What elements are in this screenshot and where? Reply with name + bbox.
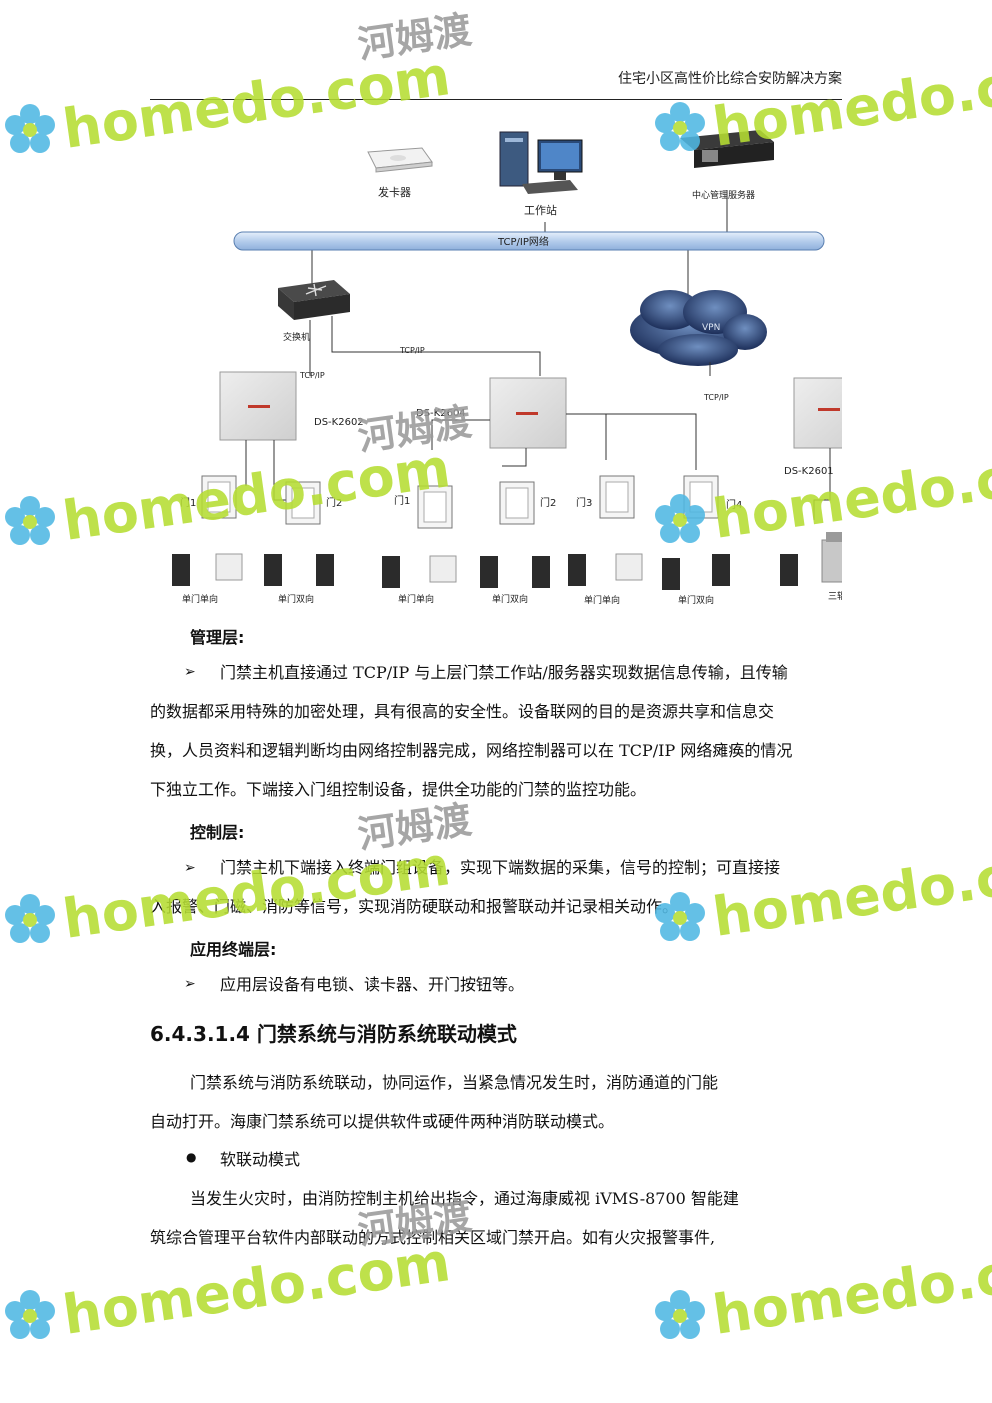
- workstation-label: 工作站: [524, 203, 557, 217]
- header-rule: [150, 99, 842, 100]
- network-diagram: 发卡器 工作站 中心管理服务器 TCP/IP网络 交换机: [172, 130, 842, 606]
- server-icon: [680, 130, 774, 168]
- door-icon-2: [285, 481, 321, 525]
- door-icon-1: [201, 475, 237, 519]
- controller-label-3: DS-K2601: [784, 466, 834, 477]
- ctrl-line-2: 入报警、门磁、消防等信号，实现消防硬联动和报警联动并记录相关动作。: [150, 897, 679, 916]
- section-heading: 6.4.3.1.4 门禁系统与消防系统联动模式: [150, 1022, 517, 1046]
- switch-label: 交换机: [283, 331, 310, 343]
- controller-label-1: DS-K2602: [314, 417, 364, 428]
- caption-6: 单门双向: [678, 594, 714, 606]
- arrow-bullet-icon: ➢: [184, 664, 196, 680]
- controller-label-2: DS-K2604: [416, 408, 466, 419]
- card-issuer-label: 发卡器: [378, 185, 411, 199]
- mgmt-line-2: 的数据都采用特殊的加密处理，具有很高的安全性。设备联网的目的是资源共享和信息交: [150, 702, 775, 721]
- door-label-6: 门4: [726, 498, 742, 511]
- watermark-brand-text: homedo.com: [709, 1230, 992, 1347]
- server-label: 中心管理服务器: [692, 189, 755, 201]
- door-icon-6: [683, 475, 719, 519]
- vpn-label: VPN: [702, 323, 720, 333]
- caption-5: 单门单向: [584, 594, 620, 606]
- tcpip-label-c: TCP/IP: [703, 393, 729, 402]
- ctrl-line-1: 门禁主机下端接入终端门组设备，实现下端数据的采集，信号的控制；可直接接: [220, 858, 781, 877]
- door-icon-4: [499, 481, 535, 525]
- vpn-cloud-icon: [630, 290, 767, 366]
- door-label-5: 门3: [576, 496, 592, 509]
- caption-2: 单门双向: [278, 593, 314, 605]
- caption-4: 单门双向: [492, 593, 528, 605]
- round-bullet-icon: ●: [186, 1150, 197, 1164]
- watermark-cn-text: 河姆渡: [355, 7, 474, 66]
- door-icon-3: [417, 485, 453, 529]
- mgmt-line-1: 门禁主机直接通过 TCP/IP 与上层门禁工作站/服务器实现数据信息传输，且传输: [220, 663, 788, 682]
- watermark-flower-icon: [5, 496, 55, 545]
- arrow-bullet-icon: ➢: [184, 976, 196, 992]
- control-layer-heading: 控制层:: [190, 823, 245, 842]
- door-icon-5: [599, 475, 635, 519]
- p2-line-1: 当发生火灾时，由消防控制主机给出指令，通过海康威视 iVMS-8700 智能建: [190, 1189, 739, 1208]
- workstation-icon: [499, 131, 583, 194]
- watermark-flower-icon: [655, 1290, 705, 1339]
- door-label-2: 门2: [326, 496, 342, 509]
- exit-buttons: [215, 553, 643, 583]
- door-label-1: 门1: [180, 496, 196, 509]
- app-line-1: 应用层设备有电锁、读卡器、开门按钮等。: [220, 975, 525, 994]
- tcpip-label-b: TCP/IP: [399, 346, 425, 355]
- tcpip-label-a: TCP/IP: [299, 371, 325, 380]
- caption-7: 三辊转闸机: [828, 590, 842, 602]
- turnstile-icon: [821, 532, 842, 583]
- running-header: 住宅小区高性价比综合安防解决方案: [618, 71, 842, 87]
- network-label: TCP/IP网络: [497, 235, 549, 248]
- card-issuer-icon: [367, 147, 433, 173]
- door-label-3: 门1: [394, 494, 410, 507]
- p1-line-2: 自动打开。海康门禁系统可以提供软件或硬件两种消防联动模式。: [150, 1112, 615, 1131]
- watermark-flower-icon: [5, 104, 55, 153]
- controller-box-2: [489, 377, 567, 449]
- door-label-4: 门2: [540, 496, 556, 509]
- caption-1: 单门单向: [182, 593, 218, 605]
- tcpip-network-bus: [233, 231, 825, 251]
- controller-box-3: [793, 377, 842, 449]
- card-readers: [172, 554, 798, 590]
- application-layer-heading: 应用终端层:: [190, 940, 277, 959]
- watermark-flower-icon: [5, 1290, 55, 1339]
- caption-3: 单门单向: [398, 593, 434, 605]
- bullet-soft-linkage: 软联动模式: [220, 1150, 301, 1169]
- mgmt-line-3: 换，人员资料和逻辑判断均由网络控制器完成，网络控制器可以在 TCP/IP 网络瘫…: [150, 741, 793, 760]
- arrow-bullet-icon: ➢: [184, 860, 196, 876]
- management-layer-heading: 管理层:: [190, 628, 245, 647]
- p2-line-2: 筑综合管理平台软件内部联动的方式控制相关区域门禁开启。如有火灾报警事件,: [150, 1228, 716, 1247]
- watermark-flower-icon: [5, 894, 55, 943]
- switch-icon: [278, 280, 350, 320]
- mgmt-line-4: 下独立工作。下端接入门组控制设备，提供全功能的门禁的监控功能。: [150, 780, 647, 799]
- p1-line-1: 门禁系统与消防系统联动，协同运作，当紧急情况发生时，消防通道的门能: [190, 1073, 719, 1092]
- controller-box-1: [219, 371, 297, 441]
